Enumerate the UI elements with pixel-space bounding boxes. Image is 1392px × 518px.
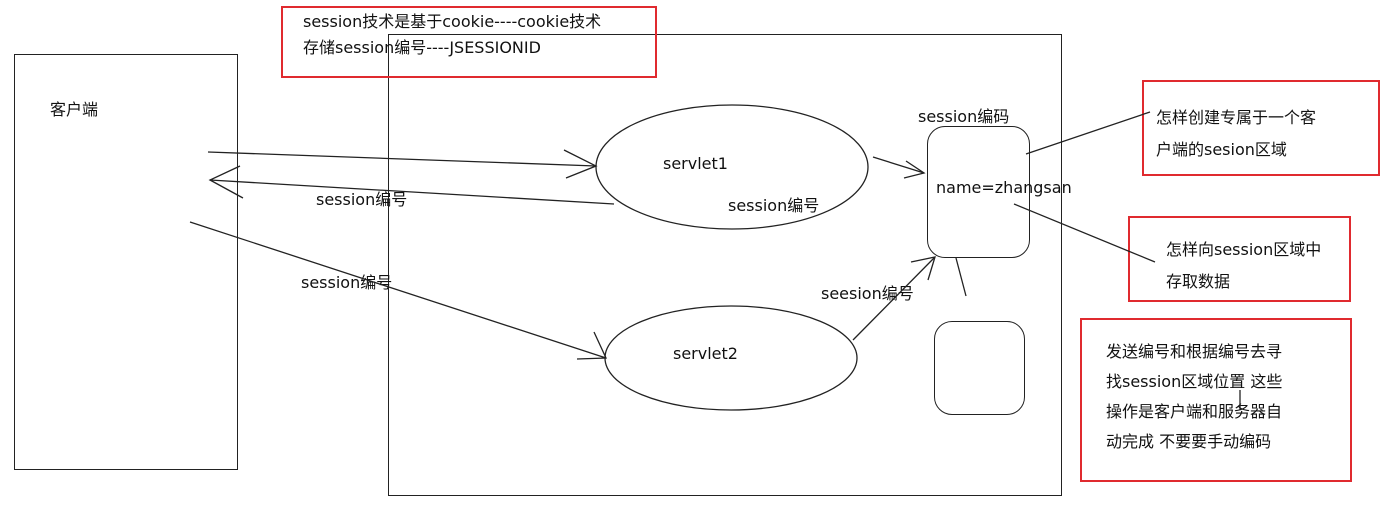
servlet1-ellipse: [595, 104, 869, 230]
session-area-title: session编码: [918, 107, 1010, 126]
arrowhead-area-2: [910, 256, 936, 281]
arrowhead-area-1: [903, 160, 926, 179]
arrow-servlet1-to-area: [872, 156, 925, 174]
client-return-label: session编号: [316, 190, 408, 209]
callout-3-line-3: 操作是客户端和服务器自: [1106, 402, 1283, 421]
callout-create-area: 怎样创建专属于一个客 户端的sesion区域: [1142, 80, 1380, 176]
server-box: [388, 34, 1062, 496]
session-cookie-note: session技术是基于cookie----cookie技术 存储session…: [281, 6, 657, 78]
client-box: [14, 54, 238, 470]
arrow-client-to-servlet2: [189, 221, 607, 359]
callout-1-line-1: 怎样创建专属于一个客: [1156, 108, 1317, 127]
note-line-1: session技术是基于cookie----cookie技术: [303, 12, 602, 31]
callout-line-2: [1013, 203, 1156, 263]
servlet2-ellipse: [604, 305, 858, 411]
callout-access-data: 怎样向session区域中 存取数据: [1128, 216, 1351, 302]
arrow-client-to-servlet1: [207, 151, 597, 167]
servlet2-label: servlet2: [673, 344, 738, 363]
callout-3-line-2: 找session区域位置 这些: [1106, 372, 1283, 391]
arrowhead-servlet1: [563, 149, 598, 179]
note-line-2: 存储session编号----JSESSIONID: [303, 38, 541, 57]
callout-1-line-2: 户端的sesion区域: [1156, 140, 1287, 159]
session-area-box: [927, 126, 1030, 258]
arrowhead-servlet2: [576, 331, 608, 360]
session-area-content: name=zhangsan: [936, 178, 1072, 197]
arrowhead-client: [208, 165, 244, 199]
callout-auto-complete: 发送编号和根据编号去寻 找session区域位置 这些 操作是客户端和服务器自 …: [1080, 318, 1352, 482]
callout-line-1: [1025, 111, 1151, 155]
client-label: 客户端: [50, 100, 99, 119]
servlet1-label: servlet1: [663, 154, 728, 173]
callout-3-line-1: 发送编号和根据编号去寻: [1106, 342, 1283, 361]
client-to-s2-label: session编号: [301, 273, 393, 292]
session-area-box-2: [934, 321, 1025, 415]
s1-return-label: session编号: [728, 196, 820, 215]
connector-area-tick: [955, 257, 967, 297]
s2-to-area-label: seesion编号: [821, 284, 914, 303]
callout-2-line-1: 怎样向session区域中: [1166, 240, 1322, 259]
arrow-servlet2-to-area: [852, 256, 936, 341]
callout-3-line-4: 动完成 不要要手动编码: [1106, 432, 1272, 451]
callout-2-line-2: 存取数据: [1166, 272, 1231, 291]
arrow-servlet1-to-client: [209, 179, 615, 205]
